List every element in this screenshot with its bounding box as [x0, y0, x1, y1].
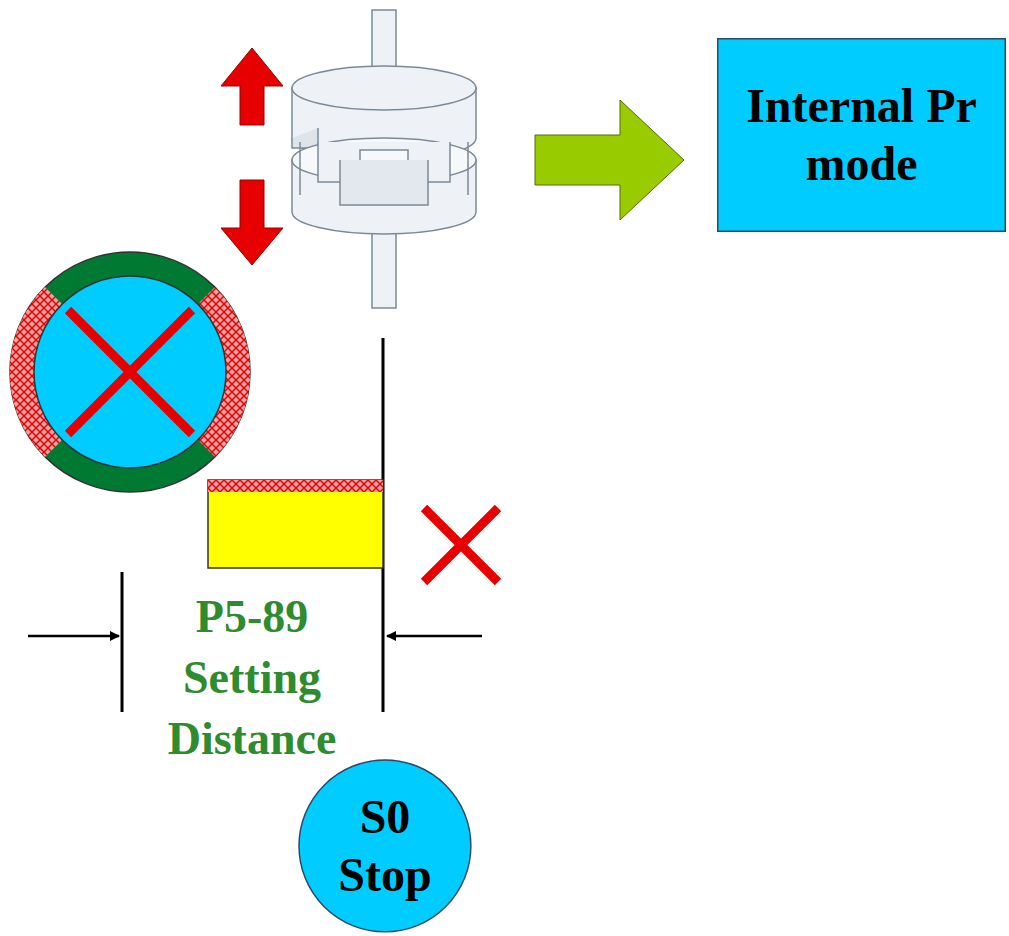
node-text: Internal Pr mode	[729, 77, 994, 193]
circle-outline	[297, 758, 473, 934]
node-text-group: S0 Stop	[330, 788, 440, 904]
stop-circle: S0 Stop	[297, 758, 473, 934]
cross-mark	[424, 508, 498, 582]
green-arrow	[535, 100, 684, 220]
node-text-group: Internal Pr mode	[729, 77, 994, 193]
block-hatch	[208, 480, 383, 492]
moving-block	[208, 480, 383, 568]
coupling	[292, 10, 476, 308]
mode-box: Internal Pr mode	[717, 38, 1006, 232]
down-arrow	[221, 180, 283, 265]
box-outline	[717, 38, 1006, 232]
up-arrow	[221, 48, 283, 125]
node-text: S0 Stop	[330, 788, 440, 904]
motor-symbol	[10, 252, 251, 492]
dimension-label: P5-89 Setting Distance	[127, 586, 377, 769]
